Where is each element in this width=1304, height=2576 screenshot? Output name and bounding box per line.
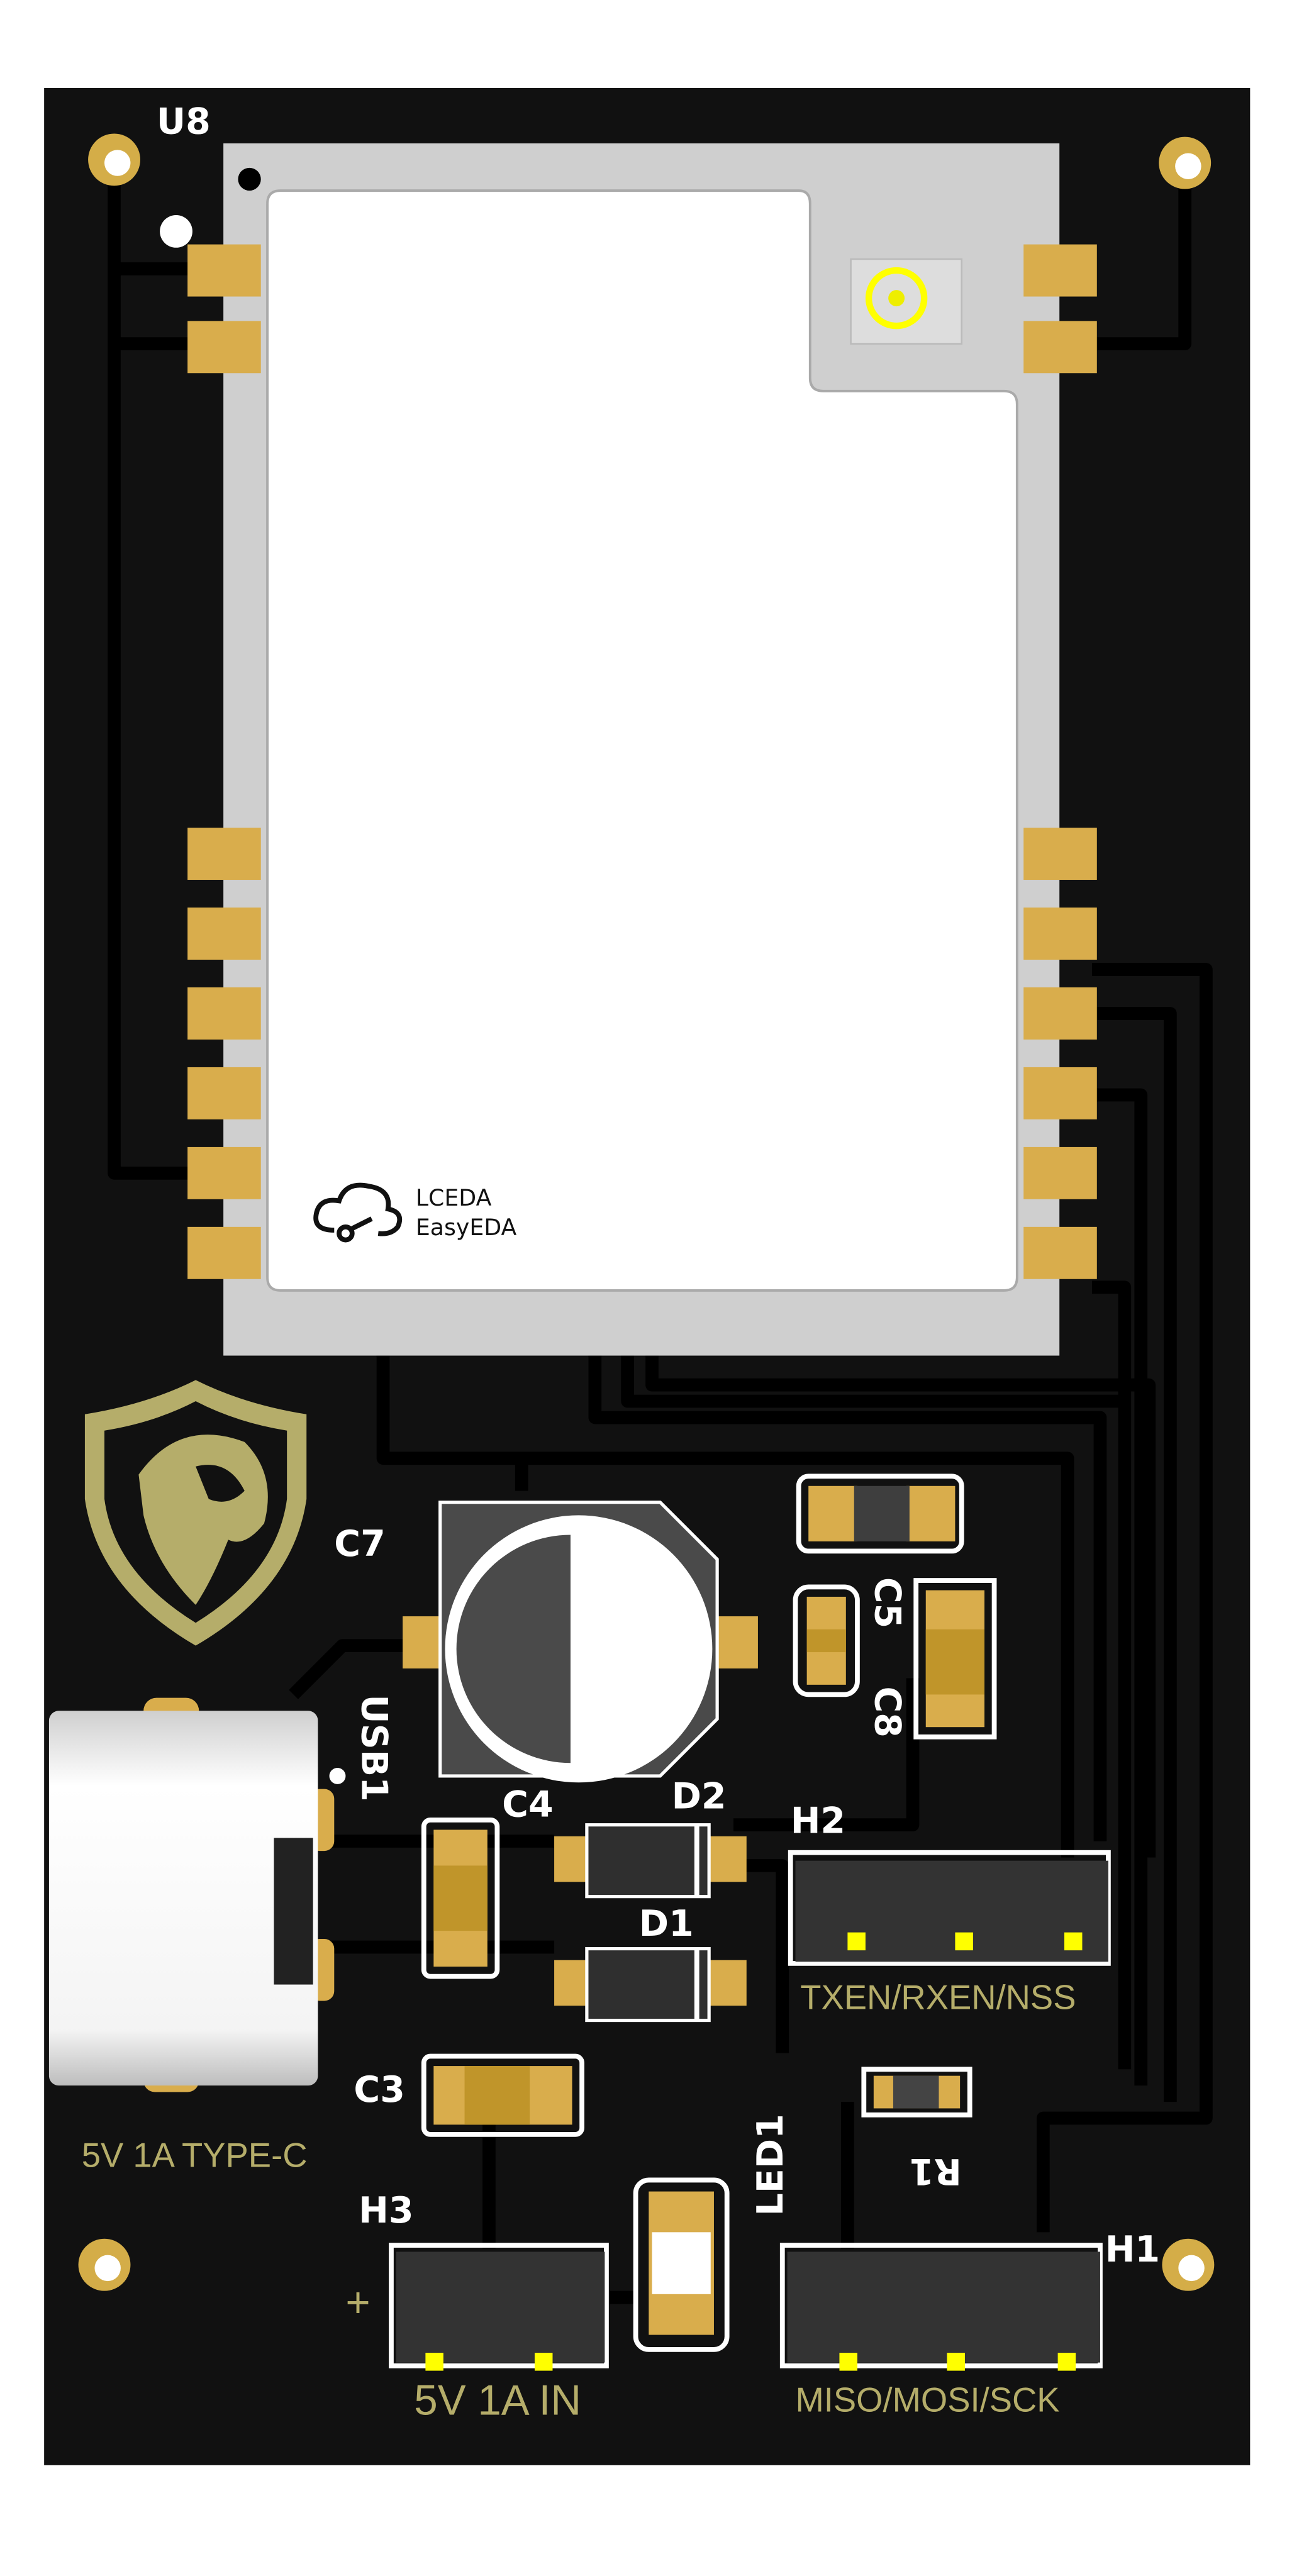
designator-c7: C7: [334, 1523, 385, 1565]
resistor-r1: [861, 2067, 972, 2118]
designator-c8: C8: [866, 1686, 908, 1737]
designator-h3: H3: [359, 2190, 413, 2231]
capacitor-c8: [793, 1584, 860, 1697]
lion-shield-icon: [84, 1380, 307, 1646]
designator-d1: D1: [639, 1903, 694, 1945]
pin1-marker-icon: [238, 167, 261, 191]
module-logo-line1: LCEDA: [416, 1184, 492, 1211]
designator-c3: C3: [354, 2069, 404, 2111]
mounting-hole-top-left: [88, 133, 140, 186]
designator-h2: H2: [791, 1801, 845, 1842]
mounting-hole-top-right: [1159, 136, 1212, 189]
header-h1-spi[interactable]: [779, 2243, 1103, 2371]
designator-c5: C5: [866, 1577, 908, 1628]
mounting-hole-bottom-right: [1162, 2238, 1215, 2291]
designator-c4: C4: [502, 1784, 553, 1826]
designator-usb1: USB1: [353, 1694, 394, 1801]
module-logo-line2: EasyEDA: [416, 1214, 517, 1241]
designator-h1: H1: [1105, 2229, 1160, 2270]
designator-led1: LED1: [750, 2114, 791, 2216]
h3-plus-marker: +: [345, 2279, 370, 2326]
module-pads: [187, 244, 1097, 1279]
inductor: [913, 1578, 997, 1740]
led1: [633, 2177, 730, 2352]
header-h3-power-in[interactable]: [389, 2243, 609, 2371]
h2-pin-label: TXEN/RXEN/NSS: [800, 1978, 1076, 2016]
capacitor-c5: [796, 1474, 964, 1554]
module-u8: LCEDA EasyEDA: [160, 143, 1097, 1356]
diode-d2: [554, 1823, 747, 1899]
h3-power-label: 5V 1A IN: [414, 2377, 581, 2424]
diode-d1: [554, 1946, 747, 2023]
h1-pin-label: MISO/MOSI/SCK: [795, 2380, 1059, 2419]
usb-input-label: 5V 1A TYPE-C: [82, 2136, 308, 2175]
designator-r1: R1: [909, 2150, 962, 2192]
capacitor-c7: [403, 1501, 758, 1783]
capacitor-c4: [421, 1817, 500, 1979]
header-h2[interactable]: [788, 1850, 1111, 1966]
usb-c-connector[interactable]: [48, 1697, 346, 2092]
mounting-hole-bottom-left: [78, 2238, 131, 2291]
designator-u8: U8: [157, 101, 211, 142]
cloud-logo-icon: [313, 1182, 403, 1243]
capacitor-c3: [421, 2053, 584, 2137]
designator-d2: D2: [672, 1776, 727, 1818]
